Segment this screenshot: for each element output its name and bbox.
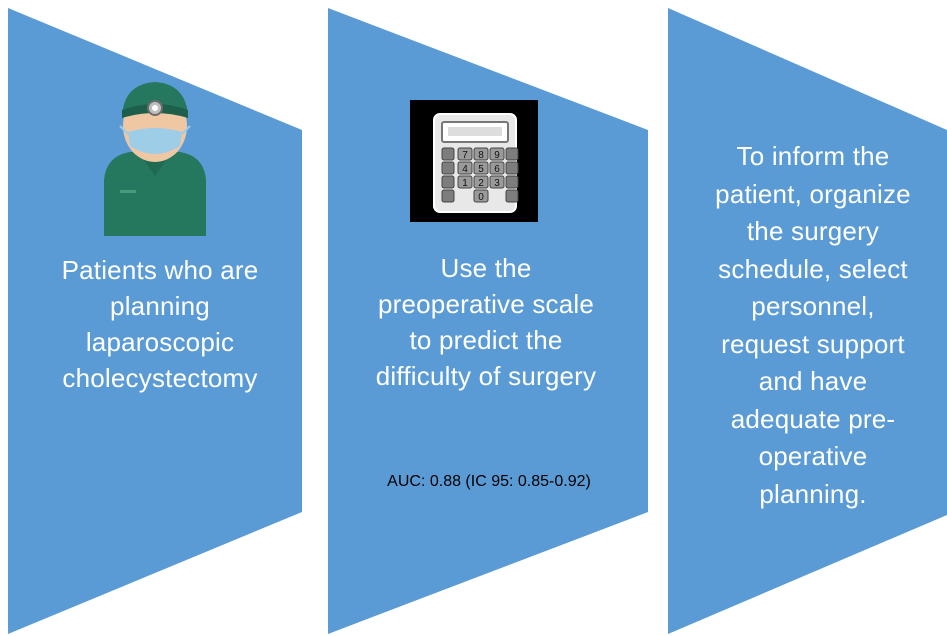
- step-1-chevron: [8, 8, 302, 634]
- calculator-key-label: 4: [462, 164, 468, 175]
- calculator-key-label: 3: [494, 178, 500, 189]
- calculator-key: [473, 147, 489, 161]
- calculator-side-key: [441, 161, 455, 175]
- calculator-key: [489, 175, 505, 189]
- calculator-key: [489, 161, 505, 175]
- calculator-key-label: 8: [478, 150, 484, 161]
- calculator-key-label: 2: [478, 178, 484, 189]
- calculator-key: [489, 147, 505, 161]
- calculator-key-label: 0: [478, 192, 484, 203]
- calculator-key-label: 1: [462, 178, 468, 189]
- calculator-key-label: 7: [462, 150, 468, 161]
- calculator-key: [457, 147, 473, 161]
- step-2-chevron: [328, 8, 648, 634]
- calculator-key-label: 5: [478, 164, 484, 175]
- calculator-key: [457, 161, 473, 175]
- calculator-side-key: [505, 189, 519, 203]
- calculator-key: [457, 175, 473, 189]
- calculator-key-label: 9: [494, 150, 500, 161]
- auc-note: AUC: 0.88 (IC 95: 0.85-0.92): [387, 473, 591, 490]
- calculator-key: [473, 161, 489, 175]
- calculator-side-key: [441, 175, 455, 189]
- calculator-key: [473, 175, 489, 189]
- calculator-side-key: [441, 189, 455, 203]
- calculator-side-key: [505, 147, 519, 161]
- calculator-side-key: [505, 161, 519, 175]
- calculator-side-key: [505, 175, 519, 189]
- calculator-key-label: 6: [494, 164, 500, 175]
- calculator-side-key: [441, 147, 455, 161]
- step-3-chevron: [668, 8, 947, 634]
- surgeon-icon: [100, 80, 210, 236]
- calculator-key: [473, 189, 489, 203]
